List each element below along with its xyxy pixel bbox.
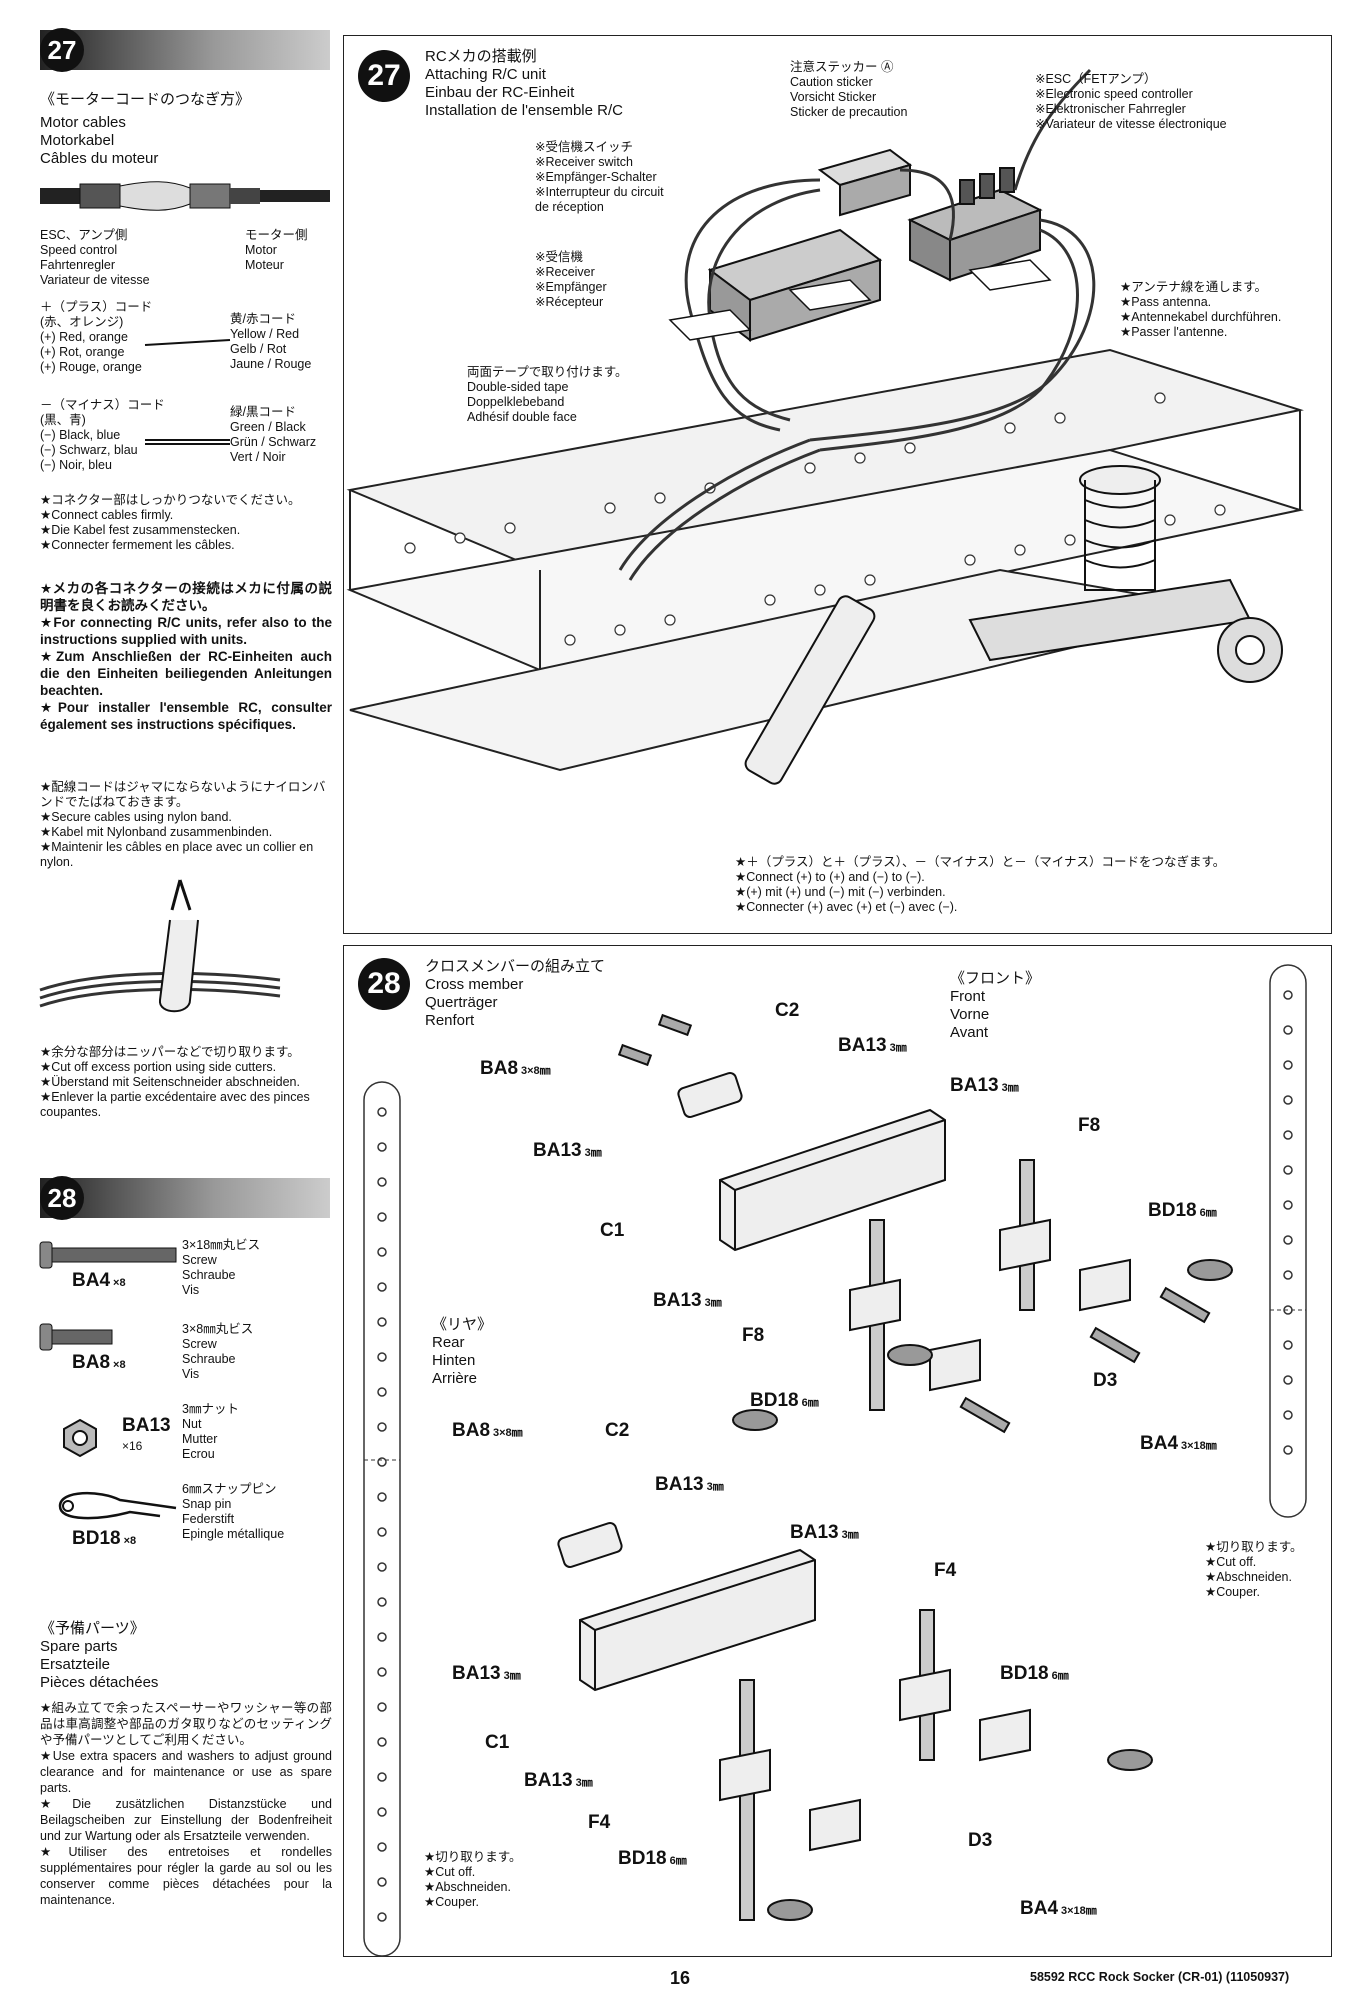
- label-d3-rear: D3: [968, 1830, 993, 1851]
- cut-off-note-right: ★切り取ります。 ★Cut off. ★Abschneiden. ★Couper…: [1205, 1540, 1303, 1599]
- page-number: 16: [670, 1968, 691, 1988]
- nylon-band-note: ★配線コードはジャマにならないようにナイロンバンドでたばねておきます。 ★Sec…: [40, 780, 326, 869]
- rear-cross-member-illustration: [557, 1522, 1153, 1921]
- panel-27-title: RCメカの搭載例 Attaching R/C unit Einbau der R…: [425, 48, 623, 119]
- part-ba8-desc: 3×8㎜丸ビス Screw Schraube Vis: [182, 1322, 254, 1381]
- part-ba4-code: BA4×8: [72, 1270, 126, 1291]
- minus-cord-label: －（マイナス）コード (黒、青) (−) Black, blue (−) Sch…: [40, 398, 165, 472]
- panel-28-number: 28: [358, 958, 410, 1010]
- label-f4-rear-1: F4: [934, 1560, 957, 1581]
- label-c2-front: C2: [775, 1000, 800, 1021]
- screw-ba8-icon: [39, 1323, 113, 1351]
- panel-28-title: クロスメンバーの組み立て Cross member Querträger Ren…: [425, 958, 606, 1029]
- plus-cord-label: ＋（プラス）コード (赤、オレンジ) (+) Red, orange (+) R…: [40, 300, 153, 374]
- antenna-note: ★アンテナ線を通します。 ★Pass antenna. ★Antennekabe…: [1120, 280, 1282, 339]
- cut-excess-note: ★余分な部分はニッパーなどで切り取ります。 ★Cut off excess po…: [40, 1045, 310, 1119]
- motor-connector-illustration: [40, 181, 330, 211]
- label-c1-rear: C1: [485, 1732, 510, 1753]
- step-27-number: 27: [40, 28, 84, 72]
- caution-sticker-label: 注意ステッカー Ⓐ Caution sticker Vorsicht Stick…: [790, 60, 908, 119]
- esc-label: ※ESC（FETアンプ） ※Electronic speed controlle…: [1035, 72, 1227, 131]
- screw-ba4-icon: [39, 1241, 177, 1269]
- front-cross-member-illustration: [617, 1013, 1233, 1434]
- step-28-header-bar: [40, 1178, 330, 1218]
- nylon-band-illustration: [39, 879, 281, 1013]
- plus-target-label: 黄/赤コード Yellow / Red Gelb / Rot Jaune / R…: [230, 312, 312, 371]
- cut-off-note-left: ★切り取ります。 ★Cut off. ★Abschneiden. ★Couper…: [424, 1850, 522, 1909]
- part-ba13-desc: 3㎜ナット Nut Mutter Ecrou: [182, 1402, 239, 1461]
- connect-plus-minus-note: ★＋（プラス）と＋（プラス）、－（マイナス）と－（マイナス）コードをつなぎます。…: [735, 855, 1226, 914]
- label-d3-front: D3: [1093, 1370, 1118, 1391]
- manual-code: 58592 RCC Rock Socker (CR-01) (11050937): [1030, 1970, 1290, 1984]
- cord-connector-lines: [144, 339, 231, 445]
- step-27-panel: [343, 35, 1332, 934]
- part-bd18-desc: 6㎜スナップピン Snap pin Federstift Epingle mét…: [182, 1482, 285, 1541]
- part-ba4-desc: 3×18㎜丸ビス Screw Schraube Vis: [182, 1238, 261, 1297]
- snap-pin-bd18-icon: [58, 1491, 177, 1520]
- step-28-number: 28: [40, 1176, 84, 1220]
- step-28-panel: [343, 945, 1332, 1957]
- part-bd18-code: BD18×8: [72, 1528, 137, 1549]
- motor-side-label: モーター側 Motor Moteur: [245, 228, 308, 272]
- part-ba13-code: BA13: [122, 1415, 171, 1436]
- label-c2-rear: C2: [605, 1420, 630, 1441]
- receiver-switch-label: ※受信機スイッチ ※Receiver switch ※Empfänger-Sch…: [535, 140, 664, 214]
- receiver-label: ※受信機 ※Receiver ※Empfänger ※Récepteur: [535, 250, 607, 309]
- rear-label: 《リヤ》 Rear Hinten Arrière: [432, 1316, 493, 1387]
- part-ba13-qty: ×16: [122, 1439, 143, 1453]
- double-sided-tape-label: 両面テープで取り付けます。 Double-sided tape Doppelkl…: [467, 365, 628, 424]
- cut-strip-right: [1269, 964, 1307, 1518]
- connect-firmly-note: ★コネクター部はしっかりつないでください。 ★Connect cables fi…: [40, 493, 301, 552]
- panel-27-number: 27: [358, 50, 410, 102]
- spare-parts-heading: 《予備パーツ》 Spare parts Ersatzteile Pièces d…: [40, 1620, 159, 1691]
- step-27-header-bar: [40, 30, 330, 70]
- label-c1-front: C1: [600, 1220, 625, 1241]
- minus-target-label: 緑/黒コード Green / Black Grün / Schwarz Vert…: [230, 405, 317, 464]
- spare-parts-note: ★組み立てで余ったスペーサーやワッシャー等の部品は車高調整や部品のガタ取りなどの…: [40, 1701, 332, 1907]
- motor-cables-heading: Motor cables Motorkabel Câbles du moteur: [40, 114, 159, 167]
- nut-ba13-icon: [63, 1418, 97, 1458]
- cut-strip-left: [363, 1081, 401, 1957]
- motor-cables-heading-jp: 《モーターコードのつなぎ方》: [40, 91, 251, 108]
- front-label: 《フロント》 Front Vorne Avant: [950, 970, 1041, 1041]
- label-f8-front-2: F8: [742, 1325, 765, 1346]
- esc-side-label: ESC、アンプ側 Speed control Fahrtenregler Var…: [40, 228, 150, 287]
- chassis-rc-illustration: [346, 68, 1304, 785]
- label-f4-rear-2: F4: [588, 1812, 611, 1833]
- label-f8-front-1: F8: [1078, 1115, 1101, 1136]
- rc-instructions-note: ★メカの各コネクターの接続はメカに付属の説明書を良くお読みください。 ★For …: [40, 581, 332, 732]
- part-ba8-code: BA8×8: [72, 1352, 126, 1373]
